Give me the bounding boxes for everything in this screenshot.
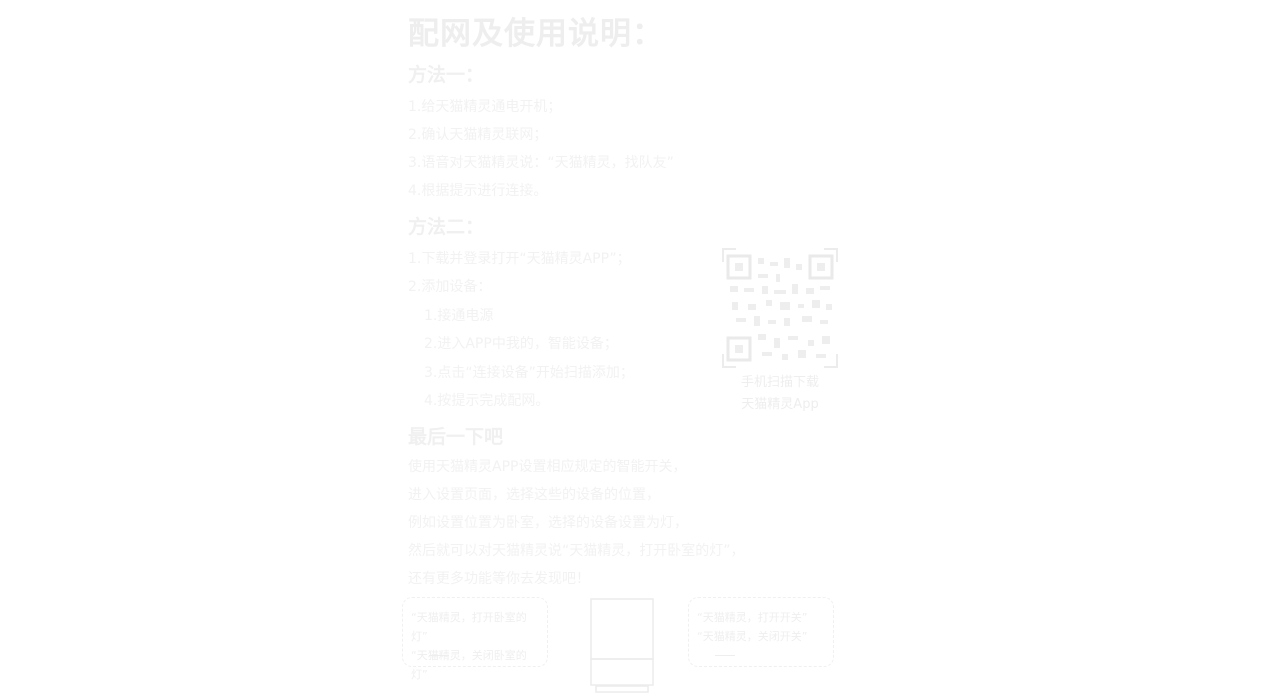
method2-step: 1.下载并登录打开“天猫精灵APP”； bbox=[408, 251, 631, 267]
method1-step: 1.给天猫精灵通电开机； bbox=[408, 99, 562, 115]
speech-bubble-right: “天猫精灵，打开开关” “天猫精灵，关闭开关” bbox=[688, 597, 834, 667]
method3-line: 使用天猫精灵APP设置相应规定的智能开关， bbox=[408, 459, 687, 475]
method2-heading: 方法二： bbox=[408, 216, 485, 238]
bubble-divider bbox=[715, 655, 735, 656]
method1-step: 4.根据提示进行连接。 bbox=[408, 183, 548, 199]
bubble-text: “天猫精灵，打开卧室的灯” bbox=[411, 611, 527, 643]
qr-pattern bbox=[726, 254, 834, 362]
qr-caption-line: 手机扫描下载 bbox=[740, 375, 819, 390]
qr-caption-line: 天猫精灵App bbox=[741, 397, 819, 412]
page-title: 配网及使用说明： bbox=[408, 16, 664, 52]
method3-line: 进入设置页面，选择这些的设备的位置， bbox=[408, 487, 660, 503]
method3-line: 例如设置位置为卧室，选择的设备设置为灯， bbox=[408, 515, 688, 531]
method2-substep: 2.进入APP中我的，智能设备； bbox=[424, 336, 618, 352]
bubble-text: “天猫精灵，打开开关” bbox=[697, 611, 808, 624]
method2-substep: 1.接通电源 bbox=[424, 308, 494, 324]
method1-step: 2.确认天猫精灵联网； bbox=[408, 127, 548, 143]
method1-heading: 方法一： bbox=[408, 64, 485, 86]
qr-corner bbox=[824, 248, 838, 262]
qr-caption: 手机扫描下载 天猫精灵App bbox=[722, 372, 838, 416]
qr-code[interactable] bbox=[722, 248, 838, 368]
bubble-text: “天猫精灵，关闭开关” bbox=[697, 630, 808, 643]
method1-step: 3.语音对天猫精灵说：“天猫精灵，找队友” bbox=[408, 155, 674, 171]
method2-step: 2.添加设备： bbox=[408, 279, 492, 295]
method2-substep: 3.点击“连接设备”开始扫描添加； bbox=[424, 365, 634, 381]
smart-speaker-icon bbox=[590, 598, 654, 693]
method3-heading: 最后一下吧 bbox=[408, 426, 504, 448]
method3-line: 还有更多功能等你去发现吧！ bbox=[408, 571, 590, 587]
qr-corner bbox=[722, 354, 736, 368]
instruction-document: 配网及使用说明： 方法一： 1.给天猫精灵通电开机； 2.确认天猫精灵联网； 3… bbox=[402, 0, 848, 700]
bubble-divider bbox=[429, 655, 449, 656]
qr-corner bbox=[722, 248, 736, 262]
qr-corner bbox=[824, 354, 838, 368]
method3-line: 然后就可以对天猫精灵说“天猫精灵，打开卧室的灯”， bbox=[408, 543, 745, 559]
speech-bubble-left: “天猫精灵，打开卧室的灯” “天猫精灵，关闭卧室的灯” bbox=[402, 597, 548, 681]
method2-substep: 4.按提示完成配网。 bbox=[424, 393, 550, 409]
bubble-text: “天猫精灵，关闭卧室的灯” bbox=[411, 649, 527, 681]
